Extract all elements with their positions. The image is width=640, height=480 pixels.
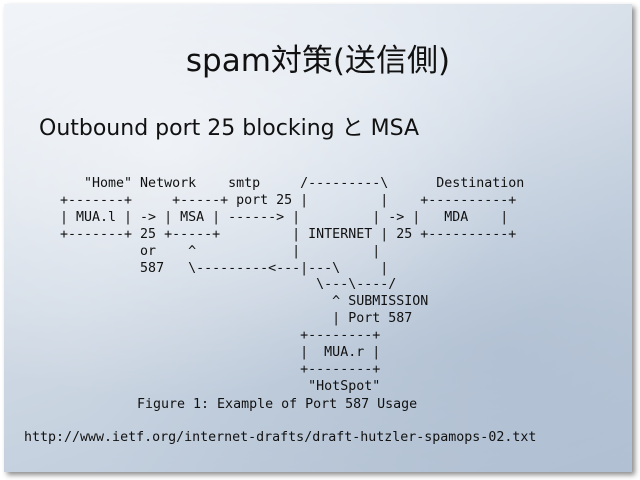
diagram-line: \---\----/ [60,277,397,293]
diagram-line: +-------+ +-----+ port 25 | | +---------… [60,192,517,208]
diagram-line: or ^ | | [60,243,381,259]
diagram-line: +--------+ [60,328,381,344]
slide-title: spam対策(送信側) [185,43,451,79]
diagram-line: | Port 587 [60,311,413,327]
diagram-line: "Home" Network smtp /---------\ Destinat… [60,176,525,191]
slide: spam対策(送信側) Outbound port 25 blocking と … [4,4,632,472]
diagram-line: 587 \---------<---|---\ | [60,260,389,276]
diagram-line: +--------+ [60,361,381,377]
ascii-diagram: "Home" Network smtp /---------\ Destinat… [60,176,524,396]
figure-caption: Figure 1: Example of Port 587 Usage [137,397,418,412]
source-url: http://www.ietf.org/internet-drafts/draf… [24,430,537,445]
diagram-line: | MUA.l | -> | MSA | ------> | | -> | MD… [60,209,509,225]
diagram-line: | MUA.r | [60,345,381,361]
slide-subtitle: Outbound port 25 blocking と MSA [39,116,420,141]
diagram-line: +-------+ 25 +-----+ | INTERNET | 25 +--… [60,226,517,242]
diagram-line: ^ SUBMISSION [60,294,429,310]
diagram-line: "HotSpot" [60,378,381,394]
